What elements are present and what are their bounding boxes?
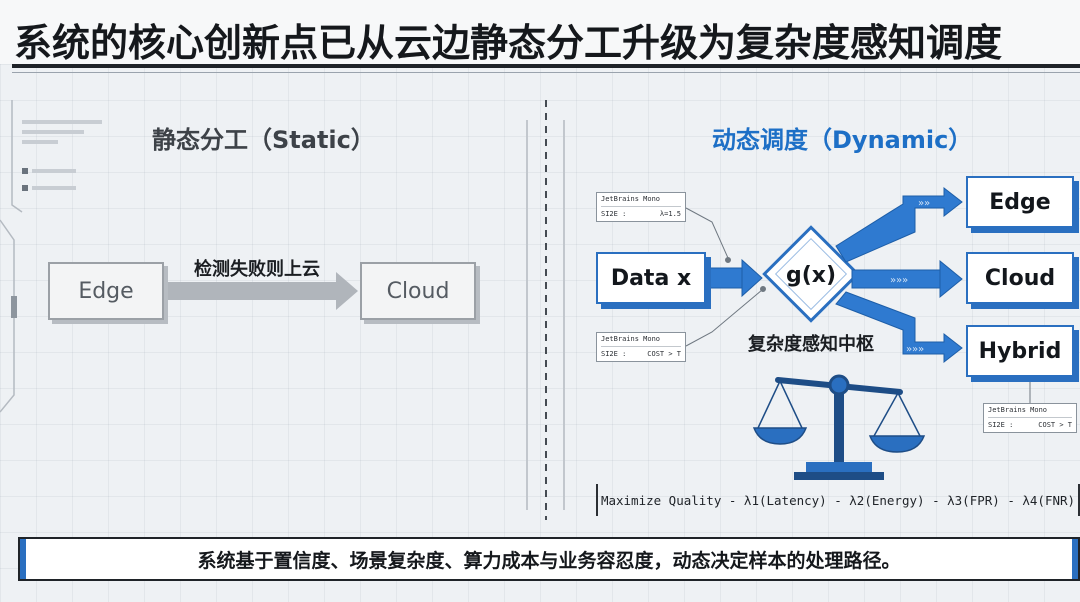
summary-bar: 系统基于置信度、场景复杂度、算力成本与业务容忍度，动态决定样本的处理路径。 [18, 537, 1080, 581]
annotation-card: JetBrains Mono SI2E : COST > T [983, 403, 1077, 433]
card-font-label: JetBrains Mono [601, 335, 681, 347]
route-arrow-hybrid [835, 291, 963, 364]
objective-formula: Maximize Quality - λ1(Latency) - λ2(Ener… [596, 484, 1080, 516]
hub-label: 复杂度感知中枢 [748, 334, 874, 355]
card-key: SI2E : [601, 350, 627, 358]
summary-accent-right [1072, 539, 1078, 579]
annotation-card: JetBrains Mono SI2E : λ=1.5 [596, 192, 686, 222]
data-input-label: Data x [610, 265, 692, 291]
summary-text: 系统基于置信度、场景复杂度、算力成本与业务容忍度，动态决定样本的处理路径。 [197, 549, 901, 572]
data-input-box: Data x [596, 252, 706, 304]
card-font-label: JetBrains Mono [988, 406, 1072, 418]
svg-text:»»: »» [918, 198, 930, 209]
svg-text:»»»: »»» [906, 344, 924, 355]
target-hybrid-label: Hybrid [978, 338, 1062, 364]
card-key: SI2E : [601, 210, 627, 218]
title-underline [12, 64, 1080, 68]
summary-accent-left [20, 539, 26, 579]
title-underline-thin [12, 72, 1080, 73]
svg-text:»»»: »»» [890, 275, 908, 286]
balance-scale-icon [752, 374, 926, 480]
static-arrow [168, 272, 358, 310]
grid-background [0, 64, 1080, 602]
title-bar: 系统的核心创新点已从云边静态分工升级为复杂度感知调度 [0, 0, 1080, 65]
target-hybrid-box: Hybrid [966, 325, 1074, 377]
router-label: g(x) [785, 262, 837, 288]
dynamic-pane-title: 动态调度（Dynamic） [712, 126, 973, 154]
left-frame-ornament [0, 100, 23, 413]
card-key: SI2E : [988, 421, 1014, 429]
target-edge-box: Edge [966, 176, 1074, 228]
pane-divider [526, 100, 565, 520]
static-arrow-label: 检测失败则上云 [194, 259, 320, 280]
card-value: λ=1.5 [659, 210, 681, 218]
card-value: COST > T [647, 350, 681, 358]
static-edge-label: Edge [78, 278, 134, 304]
card-value: COST > T [1038, 421, 1072, 429]
target-cloud-label: Cloud [984, 265, 1056, 291]
card-font-label: JetBrains Mono [601, 195, 681, 207]
route-arrow-cloud [851, 259, 963, 299]
target-edge-label: Edge [989, 189, 1051, 215]
chevron-marks: »» »»» »»» [890, 198, 930, 355]
static-pane-title: 静态分工（Static） [152, 126, 375, 154]
static-edge-box: Edge [48, 262, 164, 320]
router-diamond [762, 225, 860, 323]
annotation-card: JetBrains Mono SI2E : COST > T [596, 332, 686, 362]
static-cloud-box: Cloud [360, 262, 476, 320]
annotation-leaders [685, 207, 1031, 404]
target-cloud-box: Cloud [966, 252, 1074, 304]
page-title: 系统的核心创新点已从云边静态分工升级为复杂度感知调度 [14, 21, 1003, 65]
static-cloud-label: Cloud [386, 278, 450, 304]
mini-bars-ornament [22, 120, 102, 191]
route-arrow-edge [835, 186, 963, 263]
input-arrow [705, 258, 763, 298]
